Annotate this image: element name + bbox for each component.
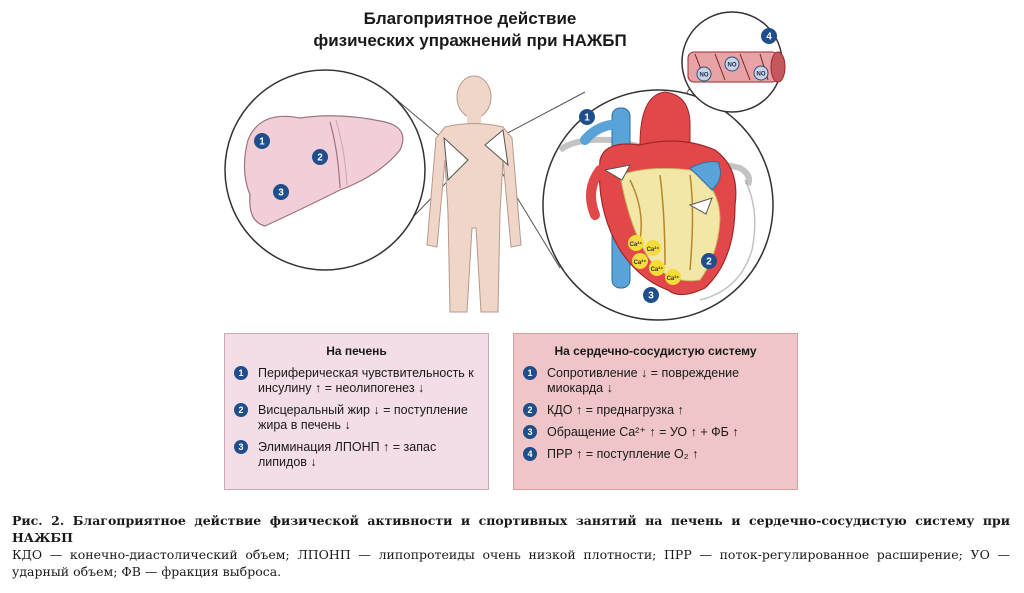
figure-caption: Рис. 2. Благоприятное действие физическо… [12,512,1010,580]
diagram-title: Благоприятное действие физических упражн… [260,8,680,52]
number-badge: 3 [234,440,248,454]
svg-text:Ca²⁺: Ca²⁺ [667,275,680,282]
svg-text:4: 4 [766,32,772,43]
liver-effect-item: 2 Висцеральный жир ↓ = поступление жира … [225,403,488,433]
svg-text:NO: NO [700,73,709,79]
liver-magnifier [224,69,426,271]
liver-badge: 3 [273,184,289,200]
svg-text:NO: NO [757,72,766,78]
flow-arrow [603,164,631,181]
liver-panel-title: На печень [326,344,387,358]
illustration: 1 2 3 Ca²⁺ Ca²⁺ Ca²⁺ [224,11,786,321]
heart-badge: 1 [579,109,595,125]
liver-effect-text: Висцеральный жир ↓ = поступление жира в … [258,403,468,432]
svg-text:Ca²⁺: Ca²⁺ [630,241,643,248]
nitric-oxide-molecule: NO [724,56,740,72]
caption-abbreviations: КДО — конечно-диастолический объем; ЛПОН… [12,547,1010,579]
heart-panel-title: На сердечно-сосудистую систему [554,344,757,358]
svg-text:3: 3 [278,188,284,199]
title-line-2: физических упражнений при НАЖБП [313,31,627,50]
heart-effect-text: КДО ↑ = преднагрузка ↑ [547,403,684,417]
svg-text:2: 2 [706,257,712,268]
cardiovascular-effects-panel: На сердечно-сосудистую систему 1 Сопроти… [513,333,798,490]
calcium-ion: Ca²⁺ [645,240,661,256]
liver-effect-text: Элиминация ЛПОНП ↑ = запас липидов ↓ [258,440,437,469]
liver-badge: 1 [254,133,270,149]
calcium-ion: Ca²⁺ [665,269,681,285]
heart-badge: 3 [643,287,659,303]
calcium-ion: Ca²⁺ [628,235,644,251]
heart-magnifier [542,89,774,321]
number-badge: 1 [523,366,537,380]
liver-callout-wedge [443,136,469,182]
title-line-1: Благоприятное действие [363,9,577,28]
number-badge: 2 [234,403,248,417]
heart-effect-text: Сопротивление ↓ = повреждение миокарда ↓ [547,366,740,395]
heart-badge: 2 [701,253,717,269]
calcium-ion: Ca²⁺ [649,260,665,276]
heart-effect-text: Обращение Ca²⁺ ↑ = УО ↑ + ФБ ↑ [547,425,739,439]
svg-text:1: 1 [584,113,590,124]
vessel-badge: 4 [761,28,777,44]
number-badge: 4 [523,447,537,461]
human-body-figure [426,75,522,313]
liver-effect-item: 3 Элиминация ЛПОНП ↑ = запас липидов ↓ [225,440,488,470]
caption-title: Рис. 2. Благоприятное действие физическо… [12,513,1010,545]
nitric-oxide-molecule: NO [696,66,712,82]
nitric-oxide-molecule: NO [753,65,769,81]
svg-text:Ca²⁺: Ca²⁺ [647,246,660,253]
aorta [639,91,691,146]
number-badge: 3 [523,425,537,439]
number-badge: 1 [234,366,248,380]
heart-effect-item: 1 Сопротивление ↓ = повреждение миокарда… [514,366,797,396]
flow-arrow [688,197,713,215]
svg-text:Ca²⁺: Ca²⁺ [651,266,664,273]
svg-text:3: 3 [648,291,654,302]
heart-callout-wedge [484,129,509,167]
heart-effect-item: 4 ПРР ↑ = поступление O₂ ↑ [514,447,797,462]
number-badge: 2 [523,403,537,417]
svg-text:NO: NO [728,63,737,69]
liver-effect-item: 1 Периферическая чувствительность к инсу… [225,366,488,396]
heart-effect-text: ПРР ↑ = поступление O₂ ↑ [547,447,699,461]
liver-effects-panel: На печень 1 Периферическая чувствительно… [224,333,489,490]
heart-effect-item: 2 КДО ↑ = преднагрузка ↑ [514,403,797,418]
calcium-ion: Ca²⁺ [632,253,648,269]
liver-effect-text: Периферическая чувствительность к инсули… [258,366,474,395]
svg-text:Ca²⁺: Ca²⁺ [634,259,647,266]
svg-text:1: 1 [259,137,265,148]
svg-text:2: 2 [317,153,323,164]
heart-effect-item: 3 Обращение Ca²⁺ ↑ = УО ↑ + ФБ ↑ [514,425,797,440]
liver-badge: 2 [312,149,328,165]
